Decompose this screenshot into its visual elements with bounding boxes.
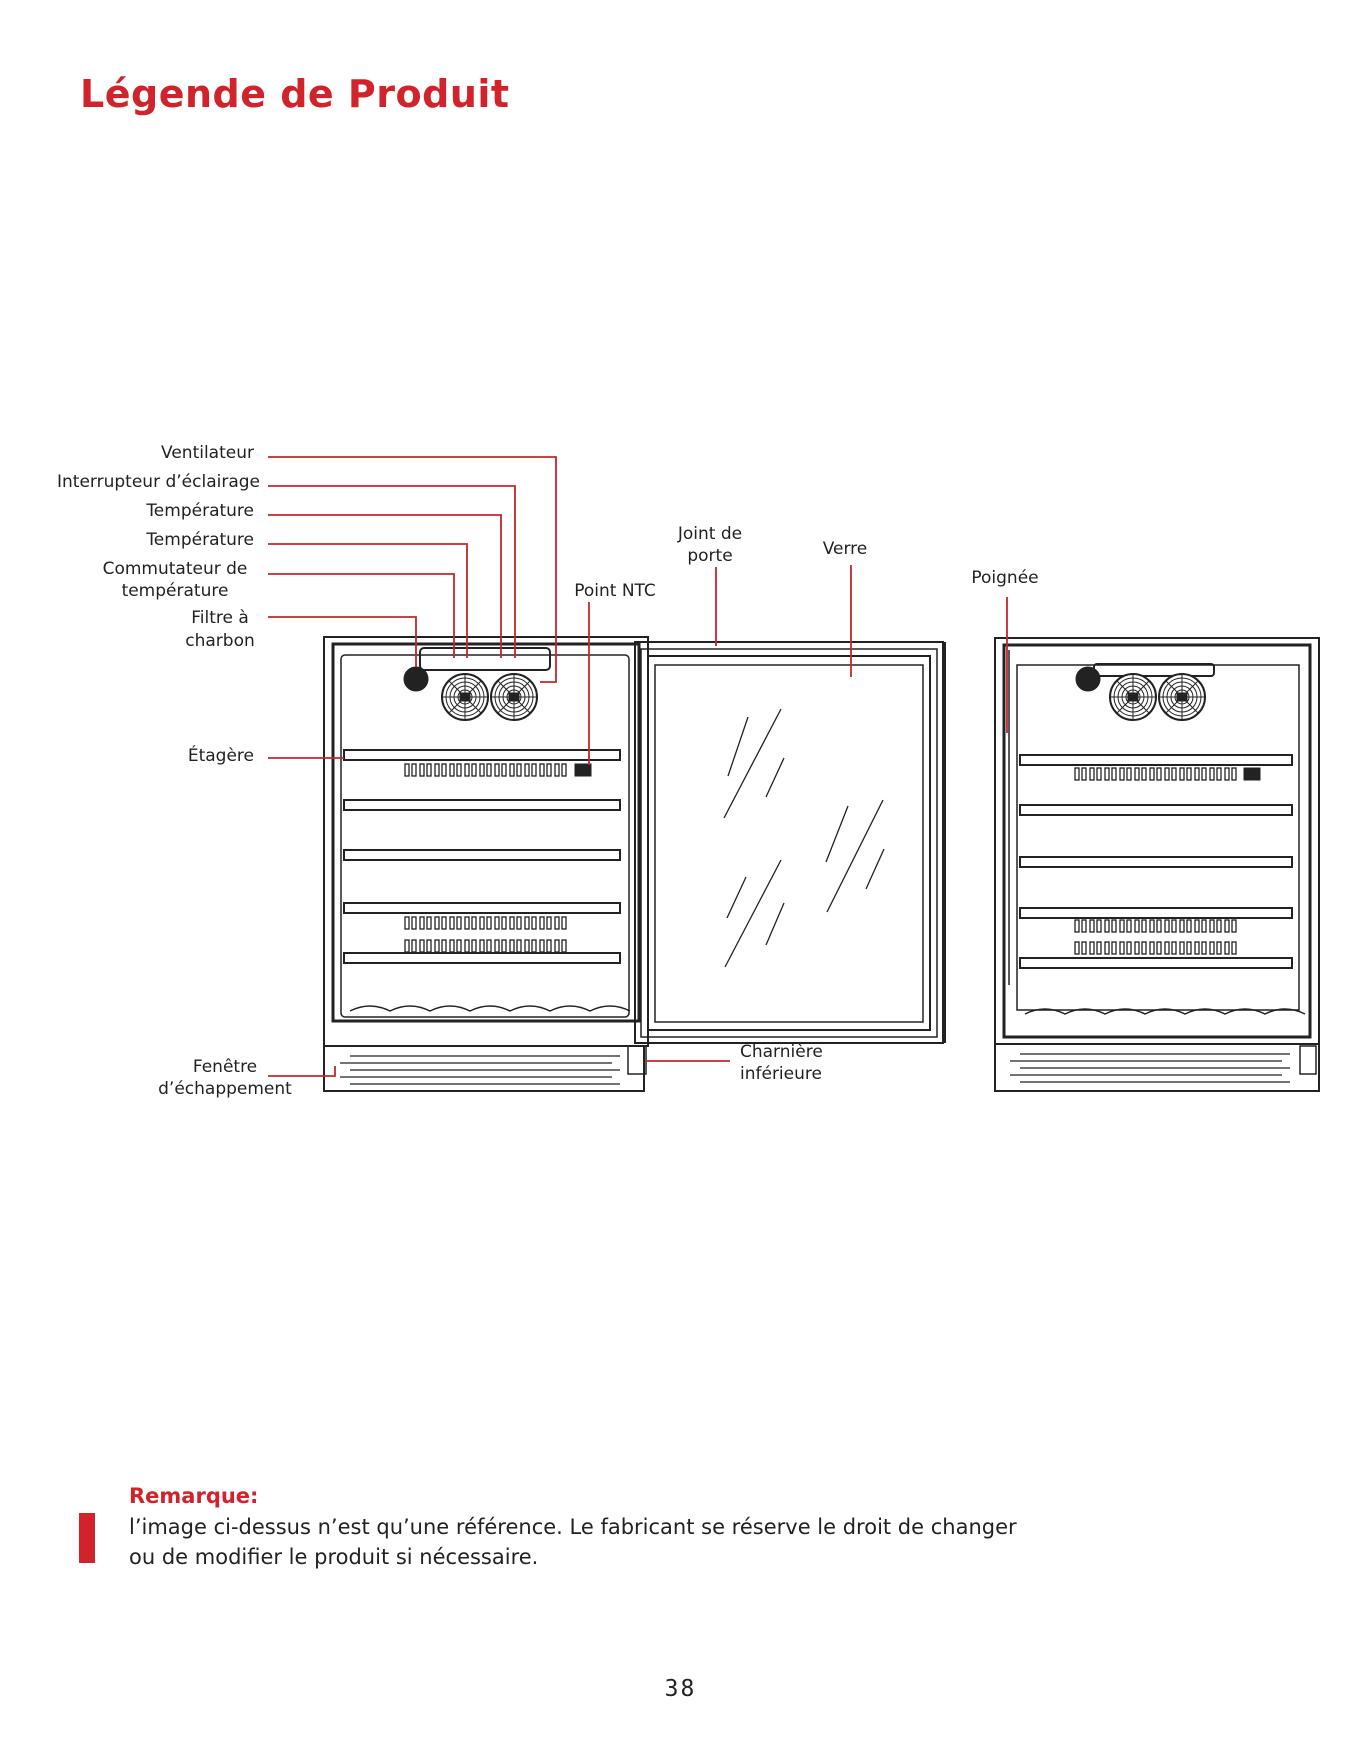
note-line-1: l’image ci-dessus n’est qu’une référence… <box>129 1515 1017 1539</box>
label-commutateur-line1: Commutateur de <box>102 559 248 579</box>
label-charniere-line1: Charnière <box>740 1042 823 1062</box>
label-joint-line1: Joint de <box>677 524 743 544</box>
label-fenetre-line1: Fenêtre <box>192 1057 258 1077</box>
label-charniere-line2: inférieure <box>740 1064 822 1084</box>
callout-leader-lines <box>268 456 1008 1077</box>
label-temperature-1: Température <box>146 501 254 521</box>
fridge-closed-front <box>994 637 1320 1092</box>
label-temperature-2: Température <box>146 530 254 550</box>
note-line-2: ou de modifier le produit si nécessaire. <box>129 1545 539 1569</box>
glass-door <box>634 641 946 1044</box>
page-title: Légende de Produit <box>80 72 510 116</box>
label-filtre-line2: charbon <box>185 631 255 651</box>
note-text: l’image ci-dessus n’est qu’une référence… <box>129 1512 1229 1572</box>
page-number: 38 <box>664 1676 697 1702</box>
label-joint-line2: porte <box>687 546 733 566</box>
note-accent-bar <box>79 1513 95 1563</box>
label-fenetre-line2: d’échappement <box>158 1079 292 1099</box>
label-ventilateur: Ventilateur <box>161 443 254 463</box>
label-filtre-line1: Filtre à <box>191 608 249 628</box>
label-interrupteur-eclairage: Interrupteur d’éclairage <box>57 472 260 492</box>
label-commutateur-line2: température <box>121 581 229 601</box>
label-point-ntc: Point NTC <box>574 581 656 601</box>
label-etagere: Étagère <box>187 746 254 766</box>
label-poignee: Poignée <box>971 568 1039 588</box>
note-title: Remarque: <box>129 1484 259 1508</box>
label-verre: Verre <box>822 539 868 559</box>
fridge-open-front <box>323 636 649 1092</box>
